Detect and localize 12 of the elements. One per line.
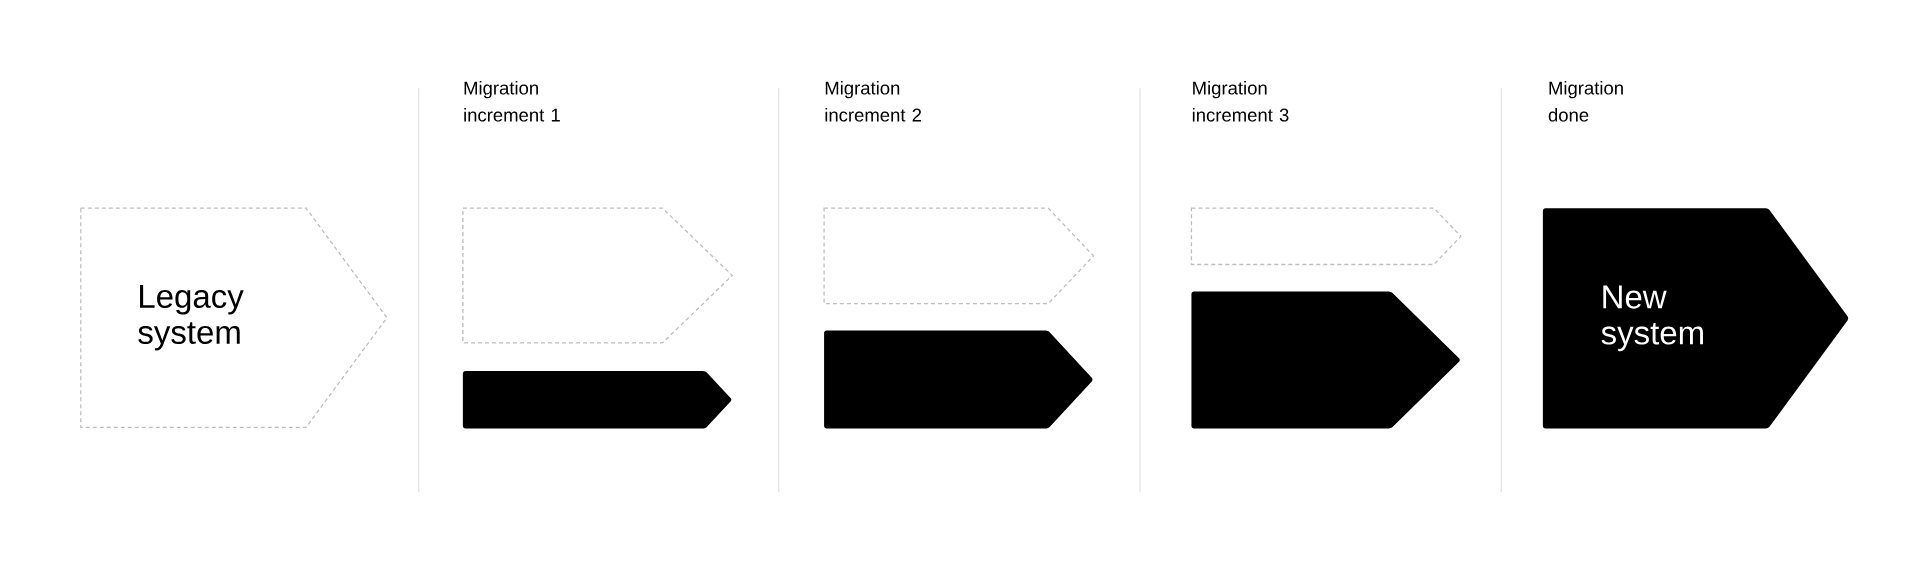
column-heading: Migration done bbox=[1548, 81, 1623, 122]
column-heading: Migration increment 1 bbox=[464, 81, 560, 122]
pentagon-block bbox=[824, 330, 1093, 429]
pentagon-block bbox=[462, 207, 734, 344]
pentagon-block bbox=[462, 371, 732, 429]
system-block: New system bbox=[1542, 208, 1849, 429]
pentagon-block bbox=[1191, 291, 1460, 429]
system-block: Legacy system bbox=[80, 207, 388, 428]
column-heading: Migration increment 3 bbox=[1192, 81, 1289, 122]
column-heading: Migration increment 2 bbox=[825, 81, 922, 122]
pentagon-block bbox=[1190, 207, 1462, 266]
pentagon-block bbox=[823, 207, 1095, 305]
